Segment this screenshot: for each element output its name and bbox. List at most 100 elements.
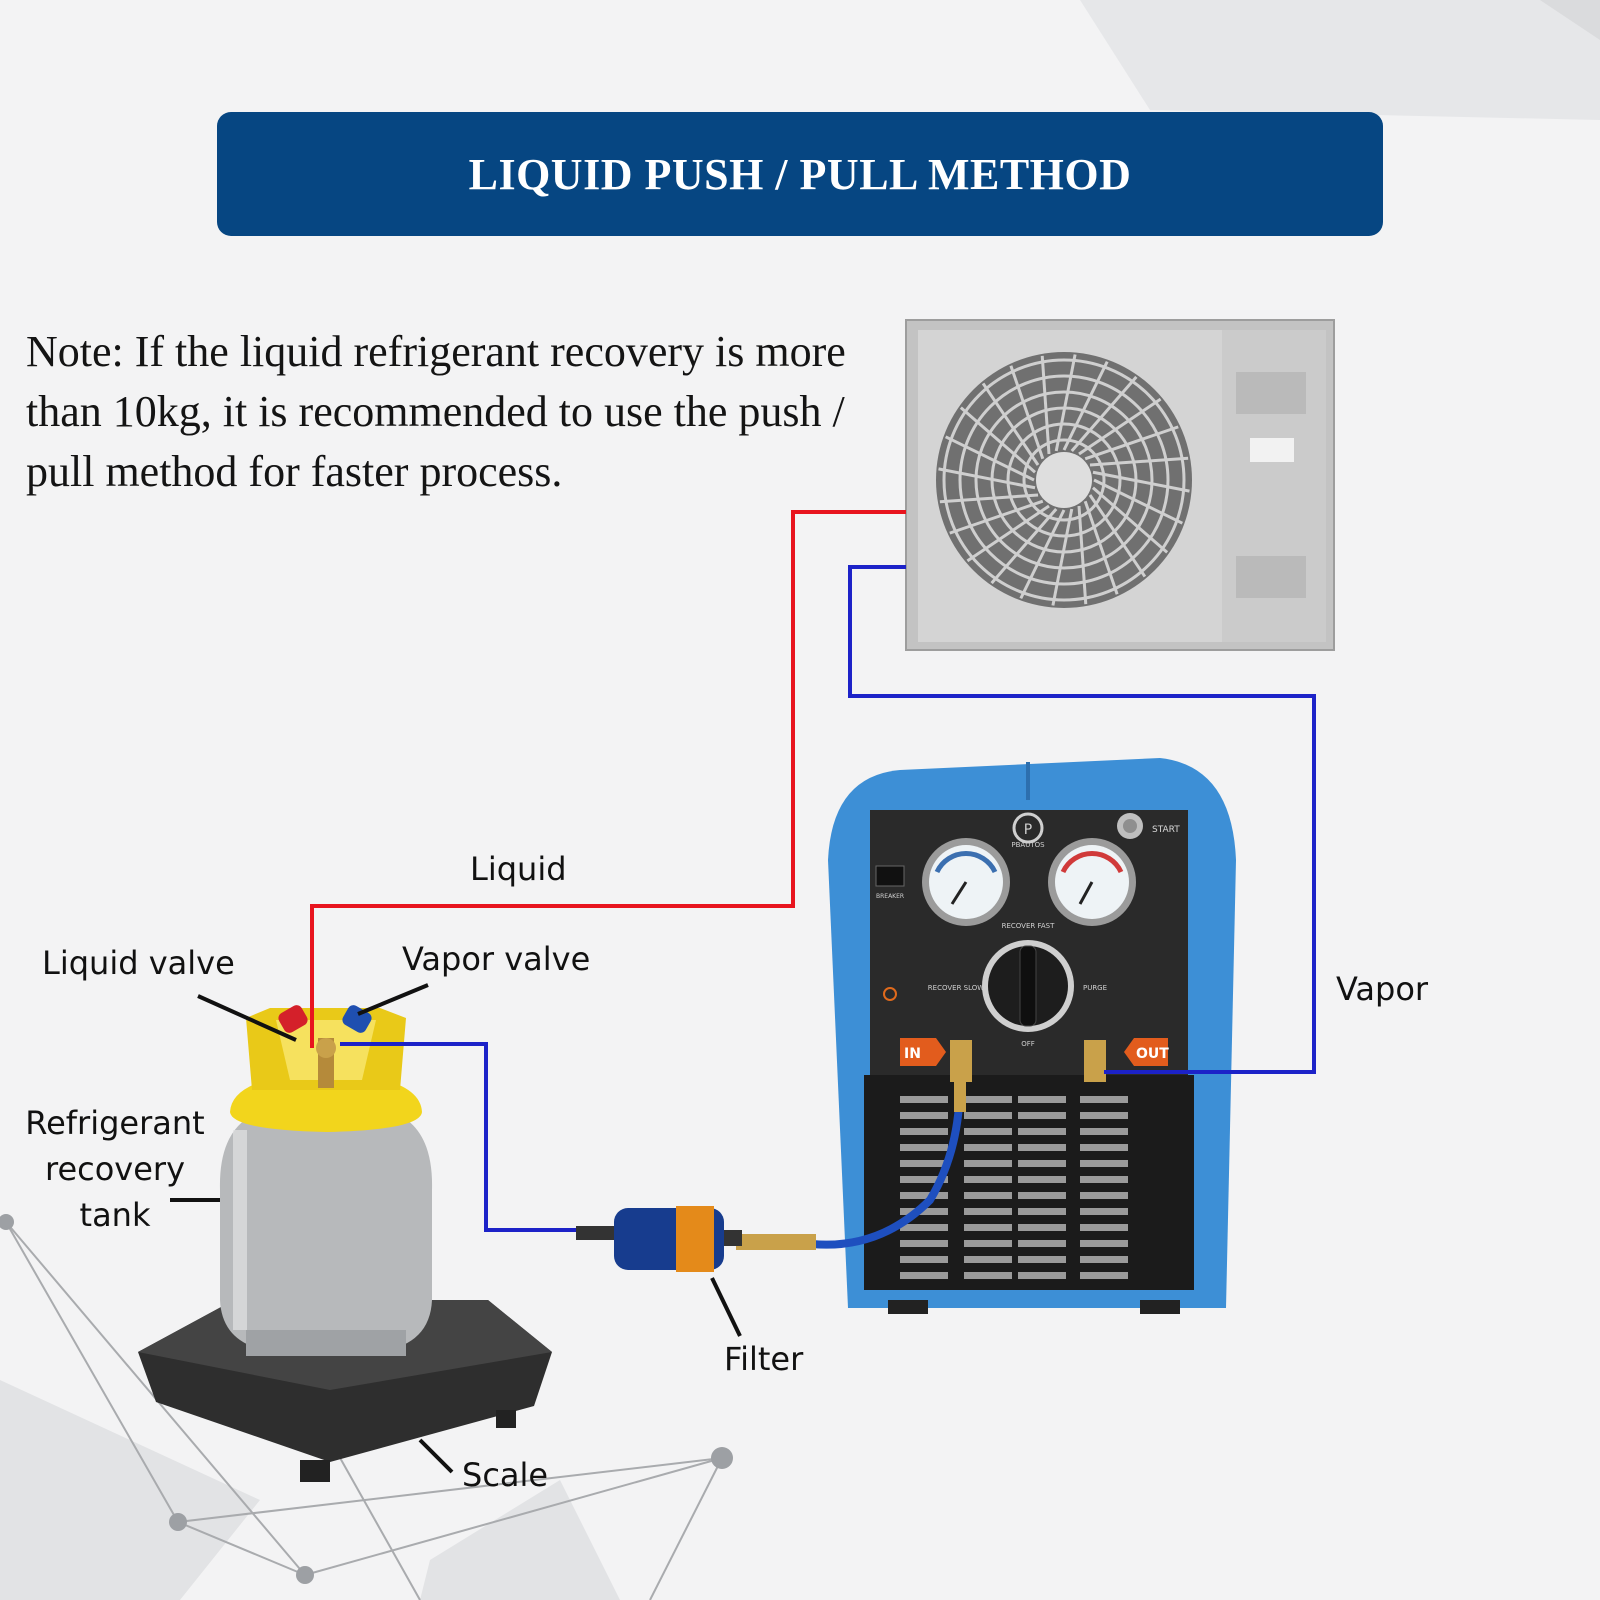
- off-text: OFF: [1021, 1040, 1035, 1048]
- vent-slot: [1080, 1160, 1128, 1167]
- vent-slot: [1018, 1240, 1066, 1247]
- leader-lines: [170, 983, 742, 1474]
- fan-ring: [1022, 438, 1106, 522]
- svg-text:P: P: [1024, 822, 1032, 838]
- vent-slot: [1080, 1176, 1128, 1183]
- vent-slot: [1018, 1160, 1066, 1167]
- vent-slot: [964, 1128, 1012, 1135]
- vent-slot: [964, 1224, 1012, 1231]
- fan-hub: [1036, 452, 1092, 508]
- vent-slot: [1080, 1112, 1128, 1119]
- vent-slot: [900, 1128, 948, 1135]
- vent-slot: [1018, 1176, 1066, 1183]
- fan-spoke: [1070, 375, 1138, 453]
- vent-slot: [900, 1240, 948, 1247]
- vent-slot: [900, 1224, 948, 1231]
- fan-spoke: [1091, 486, 1169, 554]
- liquid-valve-handle: [278, 1005, 308, 1033]
- brand-logo: [1012, 812, 1044, 844]
- vent-slot: [1080, 1144, 1128, 1151]
- fan-ring: [974, 390, 1154, 570]
- refrigerant-recovery-tank: [219, 1005, 433, 1356]
- fan-spoke: [959, 406, 1037, 474]
- vent-slot: [964, 1192, 1012, 1199]
- vent-slot: [1080, 1128, 1128, 1135]
- vent-slot: [900, 1192, 948, 1199]
- vent-slot: [1080, 1224, 1128, 1231]
- ac-display-panel: [1250, 438, 1294, 462]
- vent-slot: [900, 1112, 948, 1119]
- fan-spoke: [1040, 355, 1051, 455]
- vent-slot: [1018, 1272, 1066, 1279]
- fan-spoke: [1051, 508, 1074, 606]
- fan-spoke: [1077, 505, 1088, 605]
- filter-label: Filter: [724, 1340, 804, 1378]
- out-port-tag: OUT: [1124, 1038, 1169, 1066]
- vapor-line-ac: [848, 565, 1316, 1074]
- vent-slot: [964, 1272, 1012, 1279]
- vent-slot: [1018, 1192, 1066, 1199]
- vent-slot: [964, 1160, 1012, 1167]
- fan-spoke: [949, 499, 1044, 535]
- vent-slot: [964, 1240, 1012, 1247]
- purge-text: PURGE: [1083, 984, 1107, 992]
- recovery-machine: P PBAUTOS START BREAKER RECOVER FAST REC…: [828, 758, 1236, 1314]
- filter-drier: [576, 1206, 742, 1272]
- breaker-switch: [875, 865, 905, 887]
- out-port-fitting: [1084, 1040, 1106, 1082]
- low-pressure-gauge: [922, 838, 1010, 926]
- liquid-line: [310, 510, 906, 1048]
- fan-spoke: [1054, 354, 1077, 452]
- fan-ring: [1006, 422, 1122, 538]
- svg-text:OUT: OUT: [1136, 1046, 1169, 1062]
- vent-slot: [1018, 1144, 1066, 1151]
- fan-spoke: [966, 504, 1050, 563]
- vent-slot: [1018, 1224, 1066, 1231]
- vent-slot: [964, 1096, 1012, 1103]
- fan-spoke: [1009, 365, 1045, 460]
- tank-label: Refrigerant recovery tank: [25, 1104, 205, 1234]
- fan-spoke: [1092, 470, 1190, 493]
- fan-ring: [958, 374, 1170, 586]
- vent-slot: [900, 1256, 948, 1263]
- scale-label: Scale: [462, 1456, 549, 1494]
- fan-spoke: [990, 507, 1058, 585]
- liquid-label: Liquid: [470, 850, 567, 888]
- vent-slot: [964, 1208, 1012, 1215]
- fan-spoke: [1084, 425, 1179, 461]
- breaker-text: BREAKER: [876, 893, 904, 900]
- vapor-valve-label: Vapor valve: [402, 940, 591, 978]
- fan-spoke: [944, 435, 1035, 482]
- fan-spoke: [1062, 360, 1109, 451]
- vapor-label: Vapor: [1336, 970, 1429, 1008]
- vent-slot: [900, 1272, 948, 1279]
- fan-spoke: [1078, 397, 1162, 456]
- fan-spoke: [1093, 478, 1184, 525]
- vent-slot: [964, 1144, 1012, 1151]
- svg-text:IN: IN: [904, 1046, 921, 1062]
- high-pressure-gauge: [1048, 838, 1136, 926]
- piping: [310, 510, 1316, 1232]
- note-text: Note: If the liquid refrigerant recovery…: [26, 327, 846, 496]
- vent-slot: [1080, 1272, 1128, 1279]
- vent-slot: [1080, 1208, 1128, 1215]
- in-port-tag: IN: [900, 1038, 946, 1066]
- vapor-line-tank: [340, 1042, 576, 1232]
- recover-slow-text: RECOVER SLOW: [928, 984, 984, 992]
- fan-spoke: [1083, 500, 1119, 595]
- fan-spoke: [1089, 456, 1189, 467]
- vent-slot: [1080, 1192, 1128, 1199]
- vent-slot: [900, 1176, 948, 1183]
- fan-spoke: [1019, 509, 1066, 600]
- liquid-valve-label: Liquid valve: [42, 944, 235, 982]
- mode-knob: [982, 940, 1074, 1032]
- fan-spoke: [939, 493, 1039, 504]
- fan-spoke: [981, 382, 1040, 466]
- in-port-fitting: [950, 1040, 972, 1082]
- start-text: START: [1152, 825, 1180, 835]
- vent-slot: [900, 1208, 948, 1215]
- vent-slot: [964, 1256, 1012, 1263]
- vent-slot: [1018, 1096, 1066, 1103]
- fan-ring: [942, 358, 1186, 602]
